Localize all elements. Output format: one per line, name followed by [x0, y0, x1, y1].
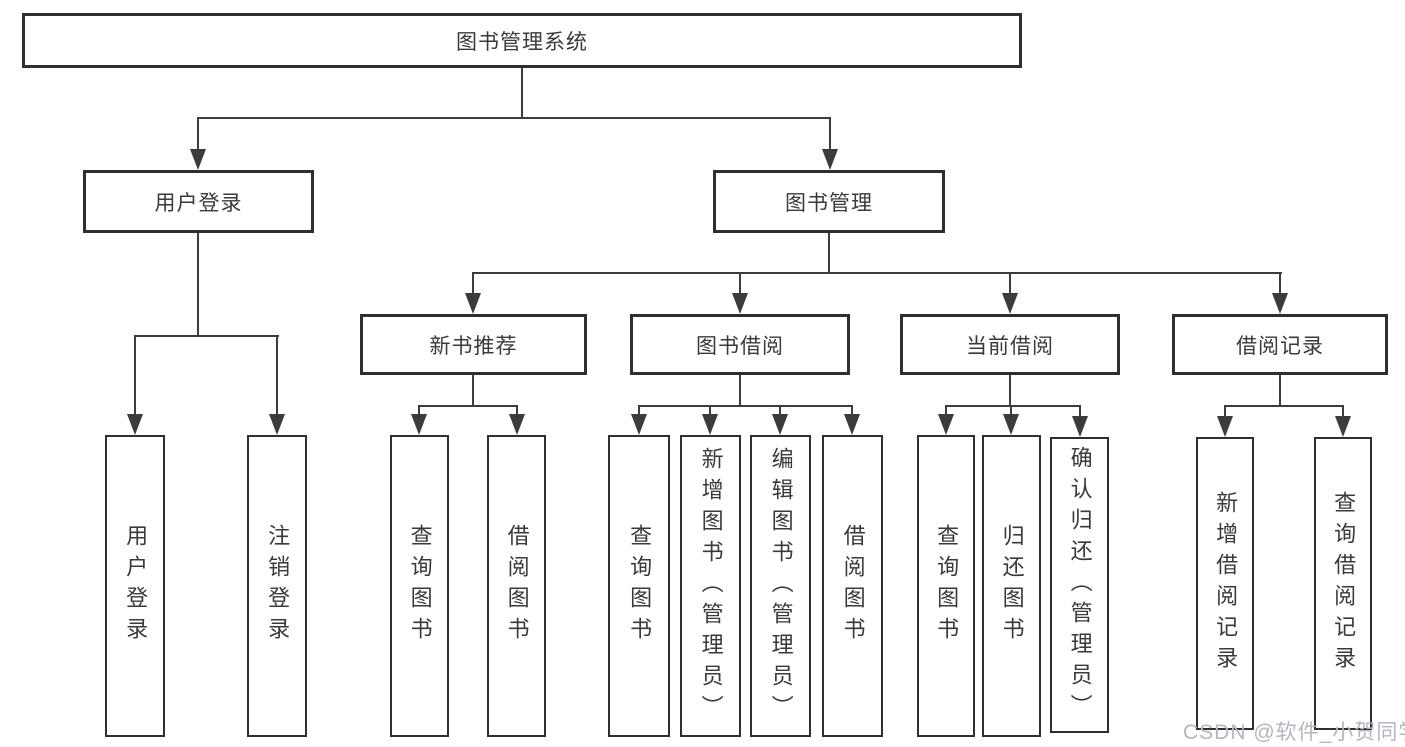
watermark: CSDN @软件_小贺同学	[1183, 721, 1405, 744]
node-root: 图书管理系统	[22, 13, 1022, 68]
connector-line	[1010, 405, 1012, 416]
node-label: 查询图书	[934, 524, 960, 648]
arrow-down-icon	[702, 414, 718, 435]
connector-line	[472, 272, 474, 295]
arrow-down-icon	[772, 414, 788, 435]
node-leaf-borrow-book-2: 借阅图书	[822, 435, 883, 737]
connector-line	[418, 405, 518, 407]
connector-line	[276, 335, 278, 415]
arrow-down-icon	[1217, 416, 1233, 437]
connector-line	[1342, 405, 1344, 418]
node-user-login: 用户登录	[83, 170, 314, 233]
arrow-down-icon	[1003, 414, 1019, 435]
node-book-borrow: 图书借阅	[630, 314, 850, 375]
node-leaf-logout: 注销登录	[247, 435, 307, 737]
node-leaf-query-borrow-record: 查询借阅记录	[1314, 437, 1372, 730]
connector-line	[197, 117, 199, 151]
node-label: 借阅图书	[840, 524, 866, 648]
connector-line	[1224, 405, 1226, 418]
node-label: 查询图书	[407, 524, 433, 648]
node-label: 用户登录	[123, 524, 149, 648]
connector-line	[828, 233, 830, 274]
node-label: 查询借阅记录	[1331, 490, 1357, 677]
arrow-down-icon	[1272, 293, 1288, 314]
node-label: 编辑图书（管理员）	[768, 446, 794, 726]
connector-line	[638, 405, 853, 407]
node-label: 归还图书	[999, 524, 1025, 648]
node-leaf-query-book-3: 查询图书	[917, 435, 975, 737]
connector-line	[739, 375, 741, 407]
arrow-down-icon	[1002, 293, 1018, 314]
node-label: 图书借阅	[696, 334, 784, 358]
node-leaf-query-book-1: 查询图书	[390, 435, 449, 737]
arrow-down-icon	[732, 293, 748, 314]
node-label: 借阅图书	[504, 524, 530, 648]
connector-line	[134, 335, 136, 415]
connector-line	[418, 405, 420, 416]
connector-line	[472, 272, 1282, 274]
node-label: 借阅记录	[1236, 334, 1324, 358]
arrow-down-icon	[631, 414, 647, 435]
connector-line	[1009, 375, 1011, 407]
connector-line	[1279, 272, 1281, 295]
connector-line	[945, 405, 1081, 407]
arrow-down-icon	[822, 149, 838, 170]
node-new-book-rec: 新书推荐	[360, 314, 587, 375]
node-label: 查询图书	[627, 524, 653, 648]
connector-line	[709, 405, 711, 416]
connector-line	[521, 67, 523, 119]
node-label: 确认归还（管理员）	[1067, 445, 1093, 725]
node-leaf-return-book: 归还图书	[982, 435, 1041, 737]
connector-line	[945, 405, 947, 416]
connector-line	[739, 272, 741, 295]
node-leaf-edit-book: 编辑图书（管理员）	[750, 435, 811, 737]
connector-line	[779, 405, 781, 416]
node-leaf-borrow-book-1: 借阅图书	[487, 435, 546, 737]
connector-line	[1279, 375, 1281, 407]
connector-line	[472, 375, 474, 407]
connector-line	[1079, 405, 1081, 418]
connector-line	[1224, 405, 1344, 407]
node-leaf-user-login: 用户登录	[105, 435, 165, 737]
connector-line	[197, 233, 199, 337]
connector-line	[829, 117, 831, 151]
arrow-down-icon	[269, 414, 285, 435]
arrow-down-icon	[1335, 416, 1351, 437]
arrow-down-icon	[411, 414, 427, 435]
connector-line	[134, 335, 279, 337]
arrow-down-icon	[938, 414, 954, 435]
node-label: 图书管理系统	[456, 30, 588, 54]
connector-line	[1009, 272, 1011, 295]
node-label: 新增图书（管理员）	[698, 446, 724, 726]
node-label: 注销登录	[265, 524, 291, 648]
node-leaf-add-book: 新增图书（管理员）	[680, 435, 741, 737]
arrow-down-icon	[127, 414, 143, 435]
node-leaf-confirm-return: 确认归还（管理员）	[1050, 437, 1109, 733]
connector-line	[851, 405, 853, 416]
node-borrow-records: 借阅记录	[1172, 314, 1388, 375]
node-label: 新书推荐	[429, 334, 518, 358]
connector-line	[638, 405, 640, 416]
node-label: 用户登录	[154, 191, 243, 215]
node-current-borrow: 当前借阅	[900, 314, 1120, 375]
arrow-down-icon	[844, 414, 860, 435]
node-label: 新增借阅记录	[1213, 490, 1239, 677]
arrow-down-icon	[190, 149, 206, 170]
arrow-down-icon	[509, 414, 525, 435]
node-label: 图书管理	[785, 191, 873, 215]
node-leaf-add-borrow-record: 新增借阅记录	[1196, 437, 1254, 730]
node-label: 当前借阅	[966, 334, 1054, 358]
node-leaf-query-book-2: 查询图书	[608, 435, 670, 737]
connector-line	[516, 405, 518, 416]
connector-line	[197, 117, 831, 119]
arrow-down-icon	[465, 293, 481, 314]
node-book-mgmt: 图书管理	[713, 170, 945, 233]
arrow-down-icon	[1072, 416, 1088, 437]
